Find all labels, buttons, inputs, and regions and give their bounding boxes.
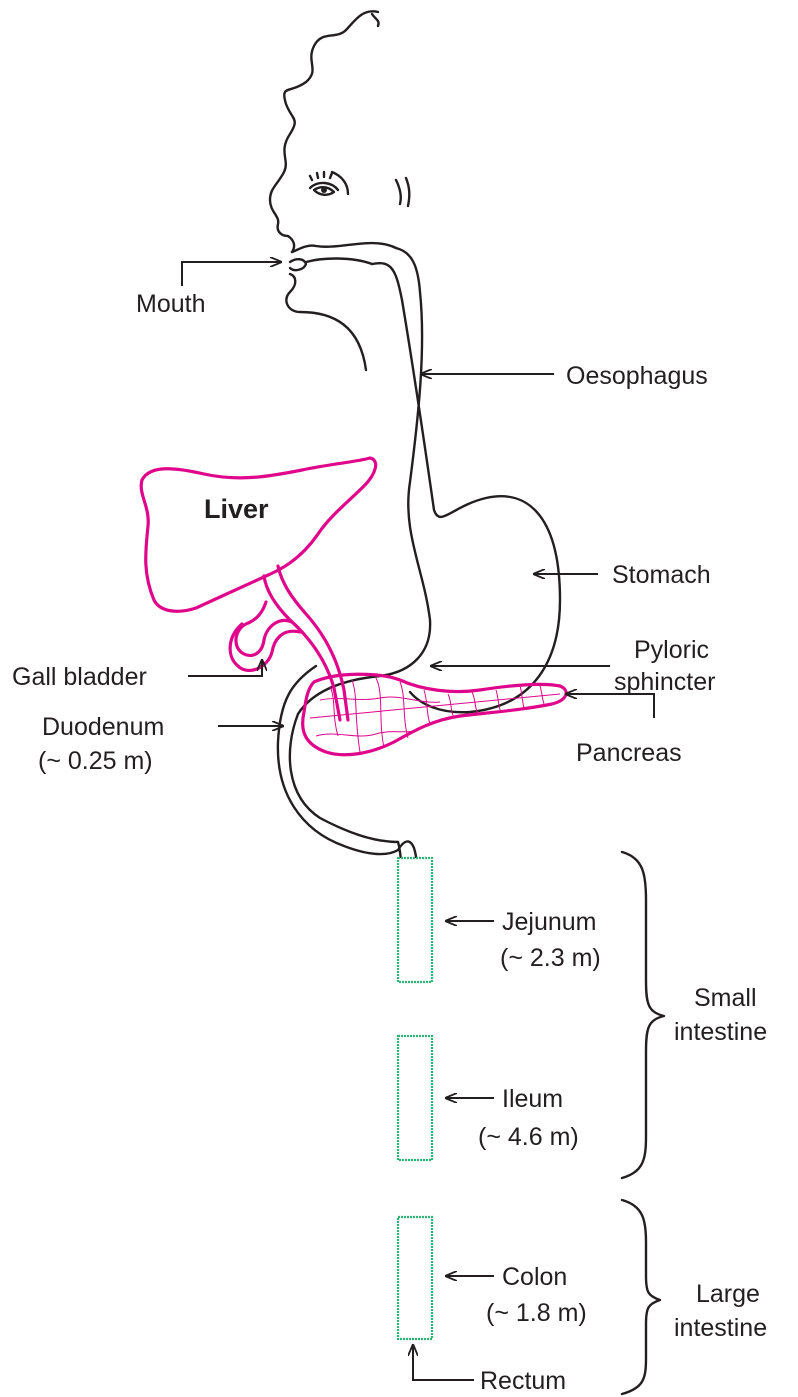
duodenum-loop [278,666,417,911]
large-intestine-brace [622,1200,660,1394]
pancreas-pointer [566,694,654,718]
pyloric-sphincter-label-line2: sphincter [614,668,715,696]
ileum-segment [398,1036,432,1160]
jejunum-length-label: (~ 2.3 m) [500,944,601,972]
rectum-label: Rectum [480,1367,566,1395]
oesophagus-label: Oesophagus [566,362,708,390]
gall-bladder-pointer [188,660,262,676]
liver-organ [141,458,375,611]
oesophagus-stomach-outline [298,248,560,714]
jejunum-label: Jejunum [502,908,597,936]
liver-label: Liver [204,494,269,524]
ileum-label: Ileum [502,1085,563,1113]
large-intestine-label-line1: Large [696,1280,760,1308]
jejunum-segment [398,858,432,982]
pyloric-sphincter-label-line1: Pyloric [634,636,709,664]
small-intestine-label-line1: Small [694,984,757,1012]
colon-segment [398,1217,432,1339]
colon-length-label: (~ 1.8 m) [486,1299,587,1327]
rectum-pointer [413,1345,474,1380]
stomach-label: Stomach [612,561,711,589]
duodenum-label: Duodenum [42,713,164,741]
pancreas-label: Pancreas [576,739,682,767]
ileum-length-label: (~ 4.6 m) [478,1123,579,1151]
head-outline [270,11,409,252]
mouth-pointer [182,262,281,286]
gall-bladder-label: Gall bladder [12,663,147,691]
large-intestine-label-line2: intestine [674,1314,767,1342]
eye-icon [310,172,348,195]
mouth-label: Mouth [136,290,205,318]
small-intestine-brace [622,852,664,1178]
gall-bladder-organ [230,602,300,670]
small-intestine-label-line2: intestine [674,1018,767,1046]
duodenum-length-label: (~ 0.25 m) [38,747,153,775]
colon-label: Colon [502,1263,567,1291]
mouth-and-throat [286,259,372,371]
